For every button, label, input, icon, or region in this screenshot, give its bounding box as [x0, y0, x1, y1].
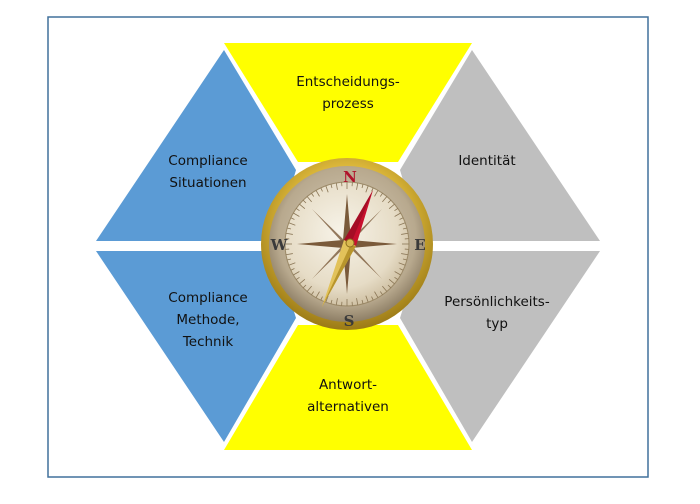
compass-icon: N S W E	[261, 158, 433, 330]
compass-south-letter: S	[344, 312, 355, 330]
label-line: Technik	[133, 331, 283, 353]
label-line: Identität	[412, 150, 562, 172]
label-line: alternativen	[273, 396, 423, 418]
compass-north-letter: N	[343, 168, 357, 186]
label-line: Compliance	[133, 150, 283, 172]
segment-top-label: Entscheidungs-prozess	[273, 71, 423, 115]
label-line: typ	[422, 313, 572, 335]
compass-west-letter: W	[270, 236, 289, 254]
compass-east-letter: E	[414, 236, 425, 254]
label-line: Entscheidungs-	[273, 71, 423, 93]
label-line: Persönlichkeits-	[422, 291, 572, 313]
segment-lower-right-label: Persönlichkeits-typ	[422, 291, 572, 335]
label-line: Methode,	[133, 309, 283, 331]
segment-upper-right-label: Identität	[412, 150, 562, 172]
label-line: prozess	[273, 93, 423, 115]
segment-bottom-label: Antwort-alternativen	[273, 374, 423, 418]
label-line: Compliance	[133, 287, 283, 309]
label-line: Antwort-	[273, 374, 423, 396]
label-line: Situationen	[133, 172, 283, 194]
